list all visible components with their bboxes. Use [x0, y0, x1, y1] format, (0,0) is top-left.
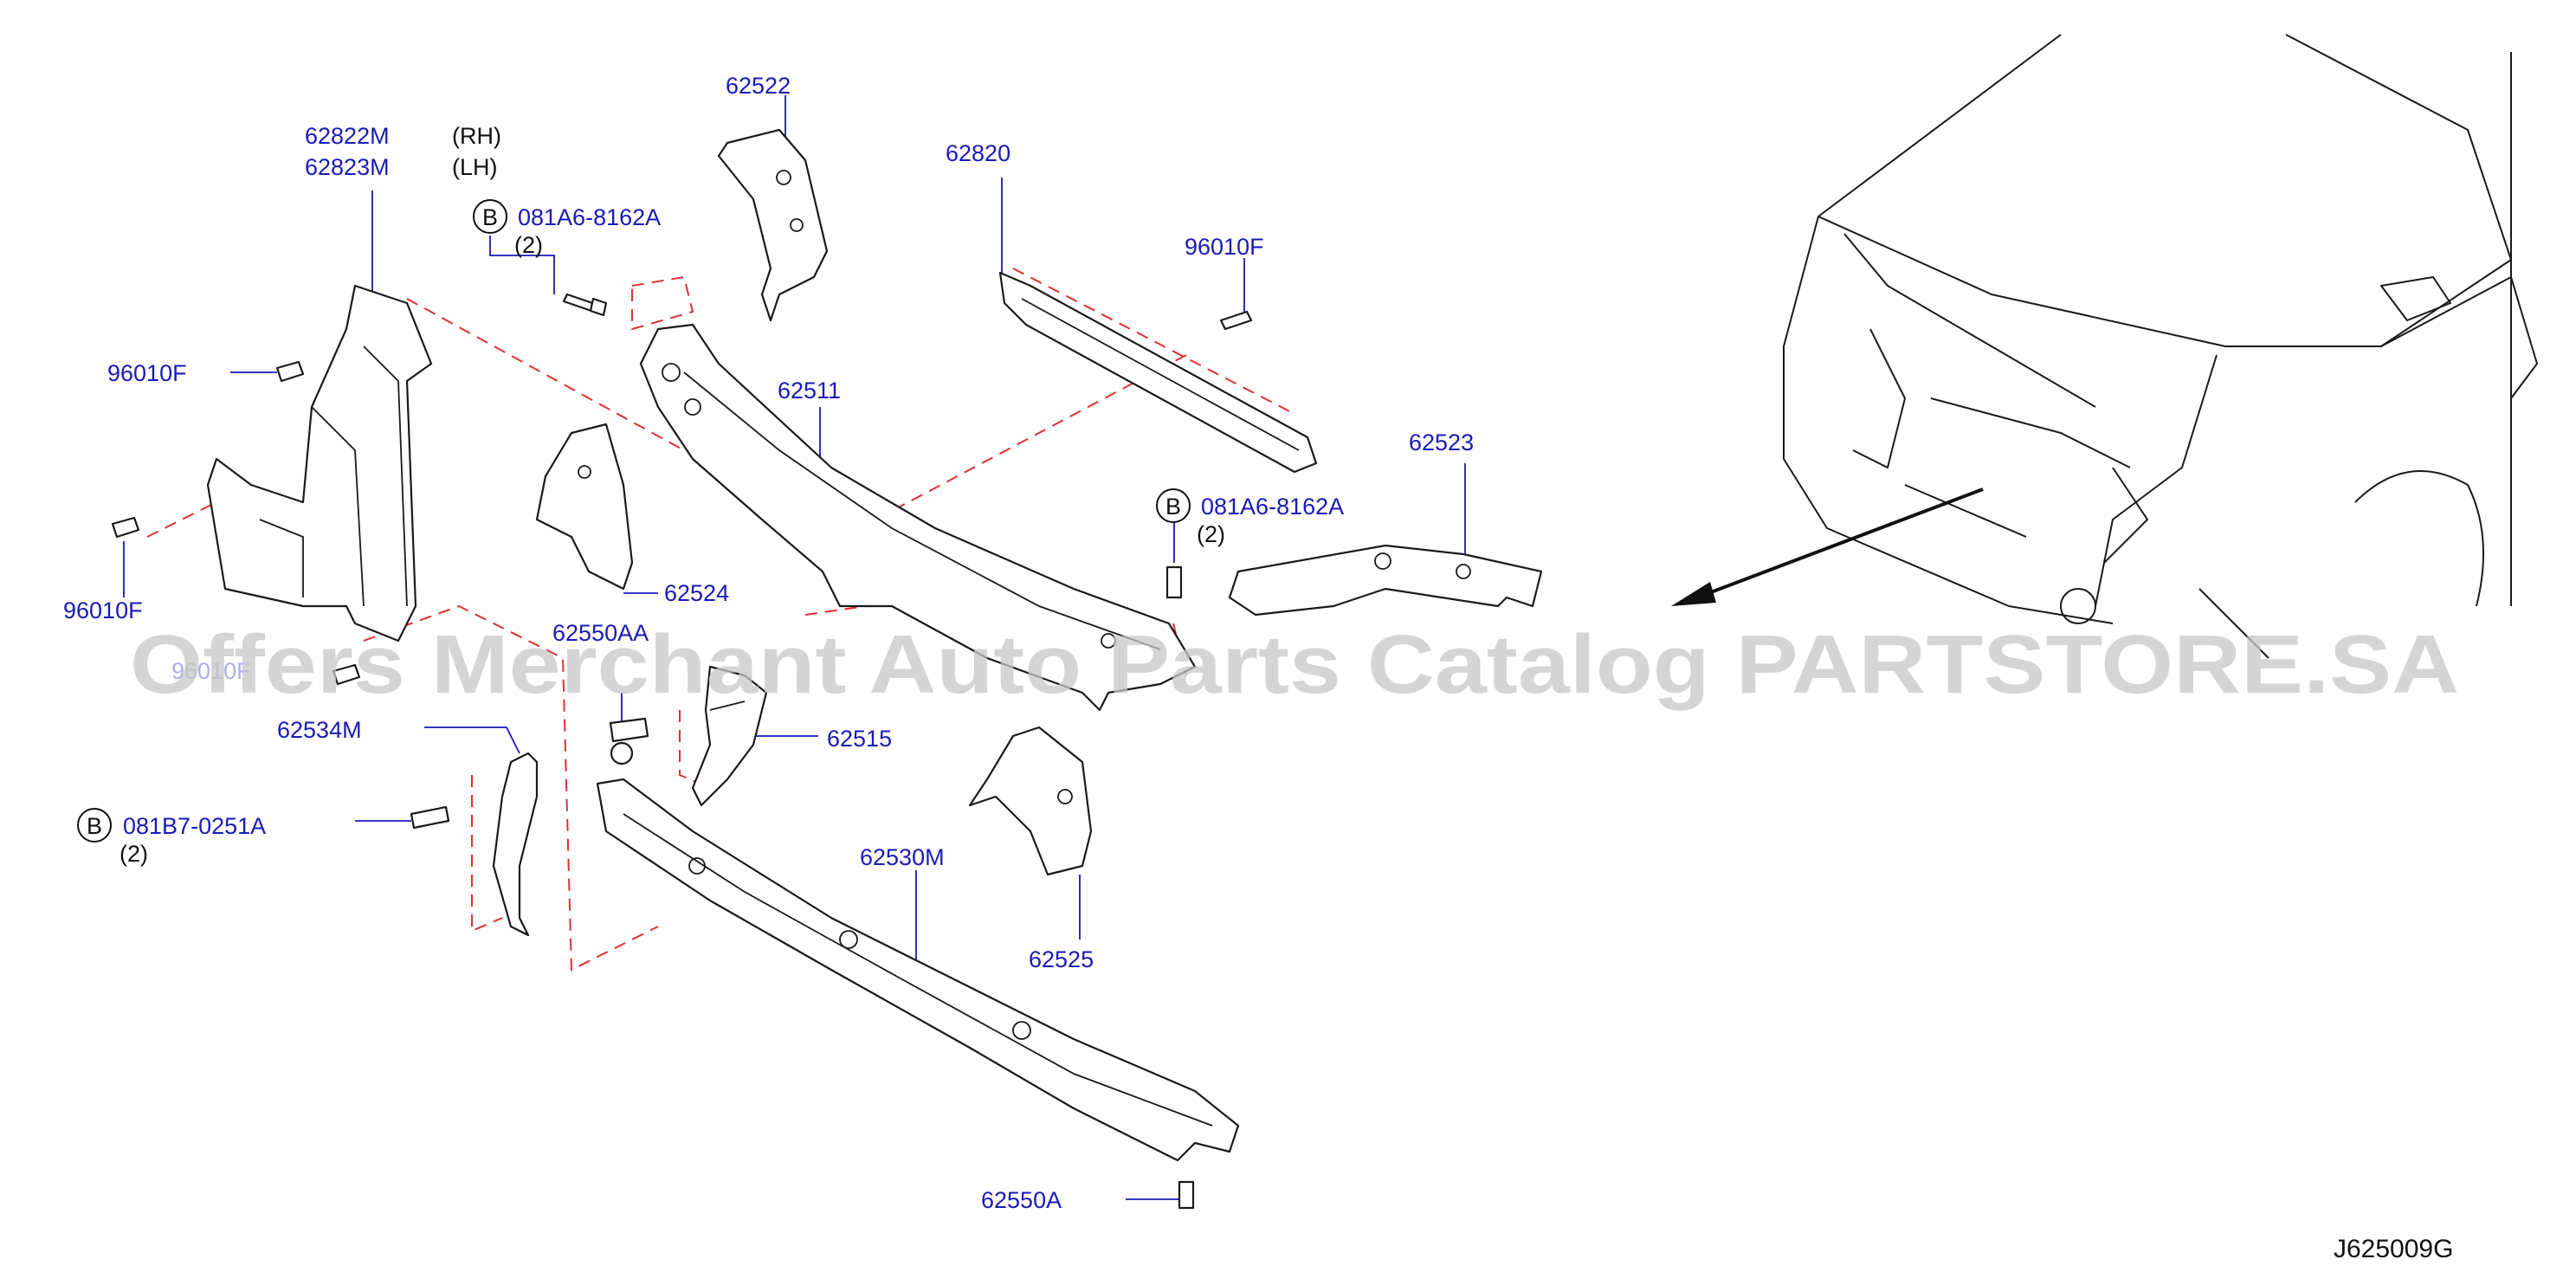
label-qty-mid: (2): [1197, 521, 1225, 547]
label-62822m: 62822M: [305, 123, 390, 149]
part-62523-side-bracket: [1228, 544, 1543, 617]
part-labels: 62822M (RH) 62823M (LH) 62522 62820 9601…: [63, 73, 2453, 1263]
label-62522: 62522: [726, 73, 791, 99]
label-081b7: 081B7-0251A: [123, 813, 266, 839]
part-62525-bracket: [968, 726, 1093, 876]
part-62530m-lower-support: [596, 778, 1240, 1162]
label-081a6-top: 081A6-8162A: [518, 204, 661, 230]
label-rh: (RH): [452, 123, 501, 149]
label-qty-top: (2): [514, 232, 543, 258]
watermark: Offers Merchant Auto Parts Catalog PARTS…: [130, 618, 2459, 711]
label-62530m: 62530M: [860, 844, 945, 870]
part-62822m-air-guide: [206, 284, 433, 642]
svg-text:B: B: [482, 204, 498, 230]
bolt-marker-icon-1: B: [473, 199, 507, 234]
label-62550a: 62550A: [981, 1187, 1062, 1213]
part-62534m-side-stay: [492, 752, 539, 937]
part-62820-strip: [998, 271, 1318, 474]
part-62522-bracket: [717, 128, 829, 322]
part-62524-guard: [535, 423, 634, 591]
diagram-code: J625009G: [2334, 1235, 2453, 1263]
label-qty-low: (2): [119, 841, 148, 867]
fasteners: [111, 293, 1253, 1210]
bolt-marker-icon-3: B: [77, 808, 112, 843]
label-62534m: 62534M: [277, 717, 362, 743]
label-96010f-left-a: 96010F: [107, 360, 187, 386]
label-62823m: 62823M: [305, 154, 390, 180]
label-96010f-faded: 96010F: [171, 658, 251, 684]
part-62515-bracket: [691, 665, 768, 807]
svg-text:B: B: [1165, 494, 1181, 520]
label-62550aa: 62550AA: [552, 620, 649, 646]
bolt-marker-icon-2: B: [1156, 488, 1191, 523]
label-lh: (LH): [452, 154, 498, 180]
label-62511: 62511: [778, 378, 841, 404]
label-96010f-top: 96010F: [1185, 234, 1264, 260]
label-62820: 62820: [946, 140, 1010, 166]
label-62525: 62525: [1029, 946, 1094, 972]
vehicle-illustration: [1783, 34, 2538, 659]
label-62524: 62524: [664, 580, 729, 606]
label-96010f-left-b: 96010F: [63, 597, 143, 623]
pointer-arrow: [1671, 488, 1984, 606]
svg-text:B: B: [87, 813, 102, 839]
label-62523: 62523: [1409, 429, 1474, 455]
assembly-dashed-lines: [146, 268, 1295, 972]
label-62515: 62515: [827, 726, 892, 752]
part-62511-upper-support: [639, 323, 1197, 712]
label-081a6-mid: 081A6-8162A: [1201, 494, 1344, 520]
